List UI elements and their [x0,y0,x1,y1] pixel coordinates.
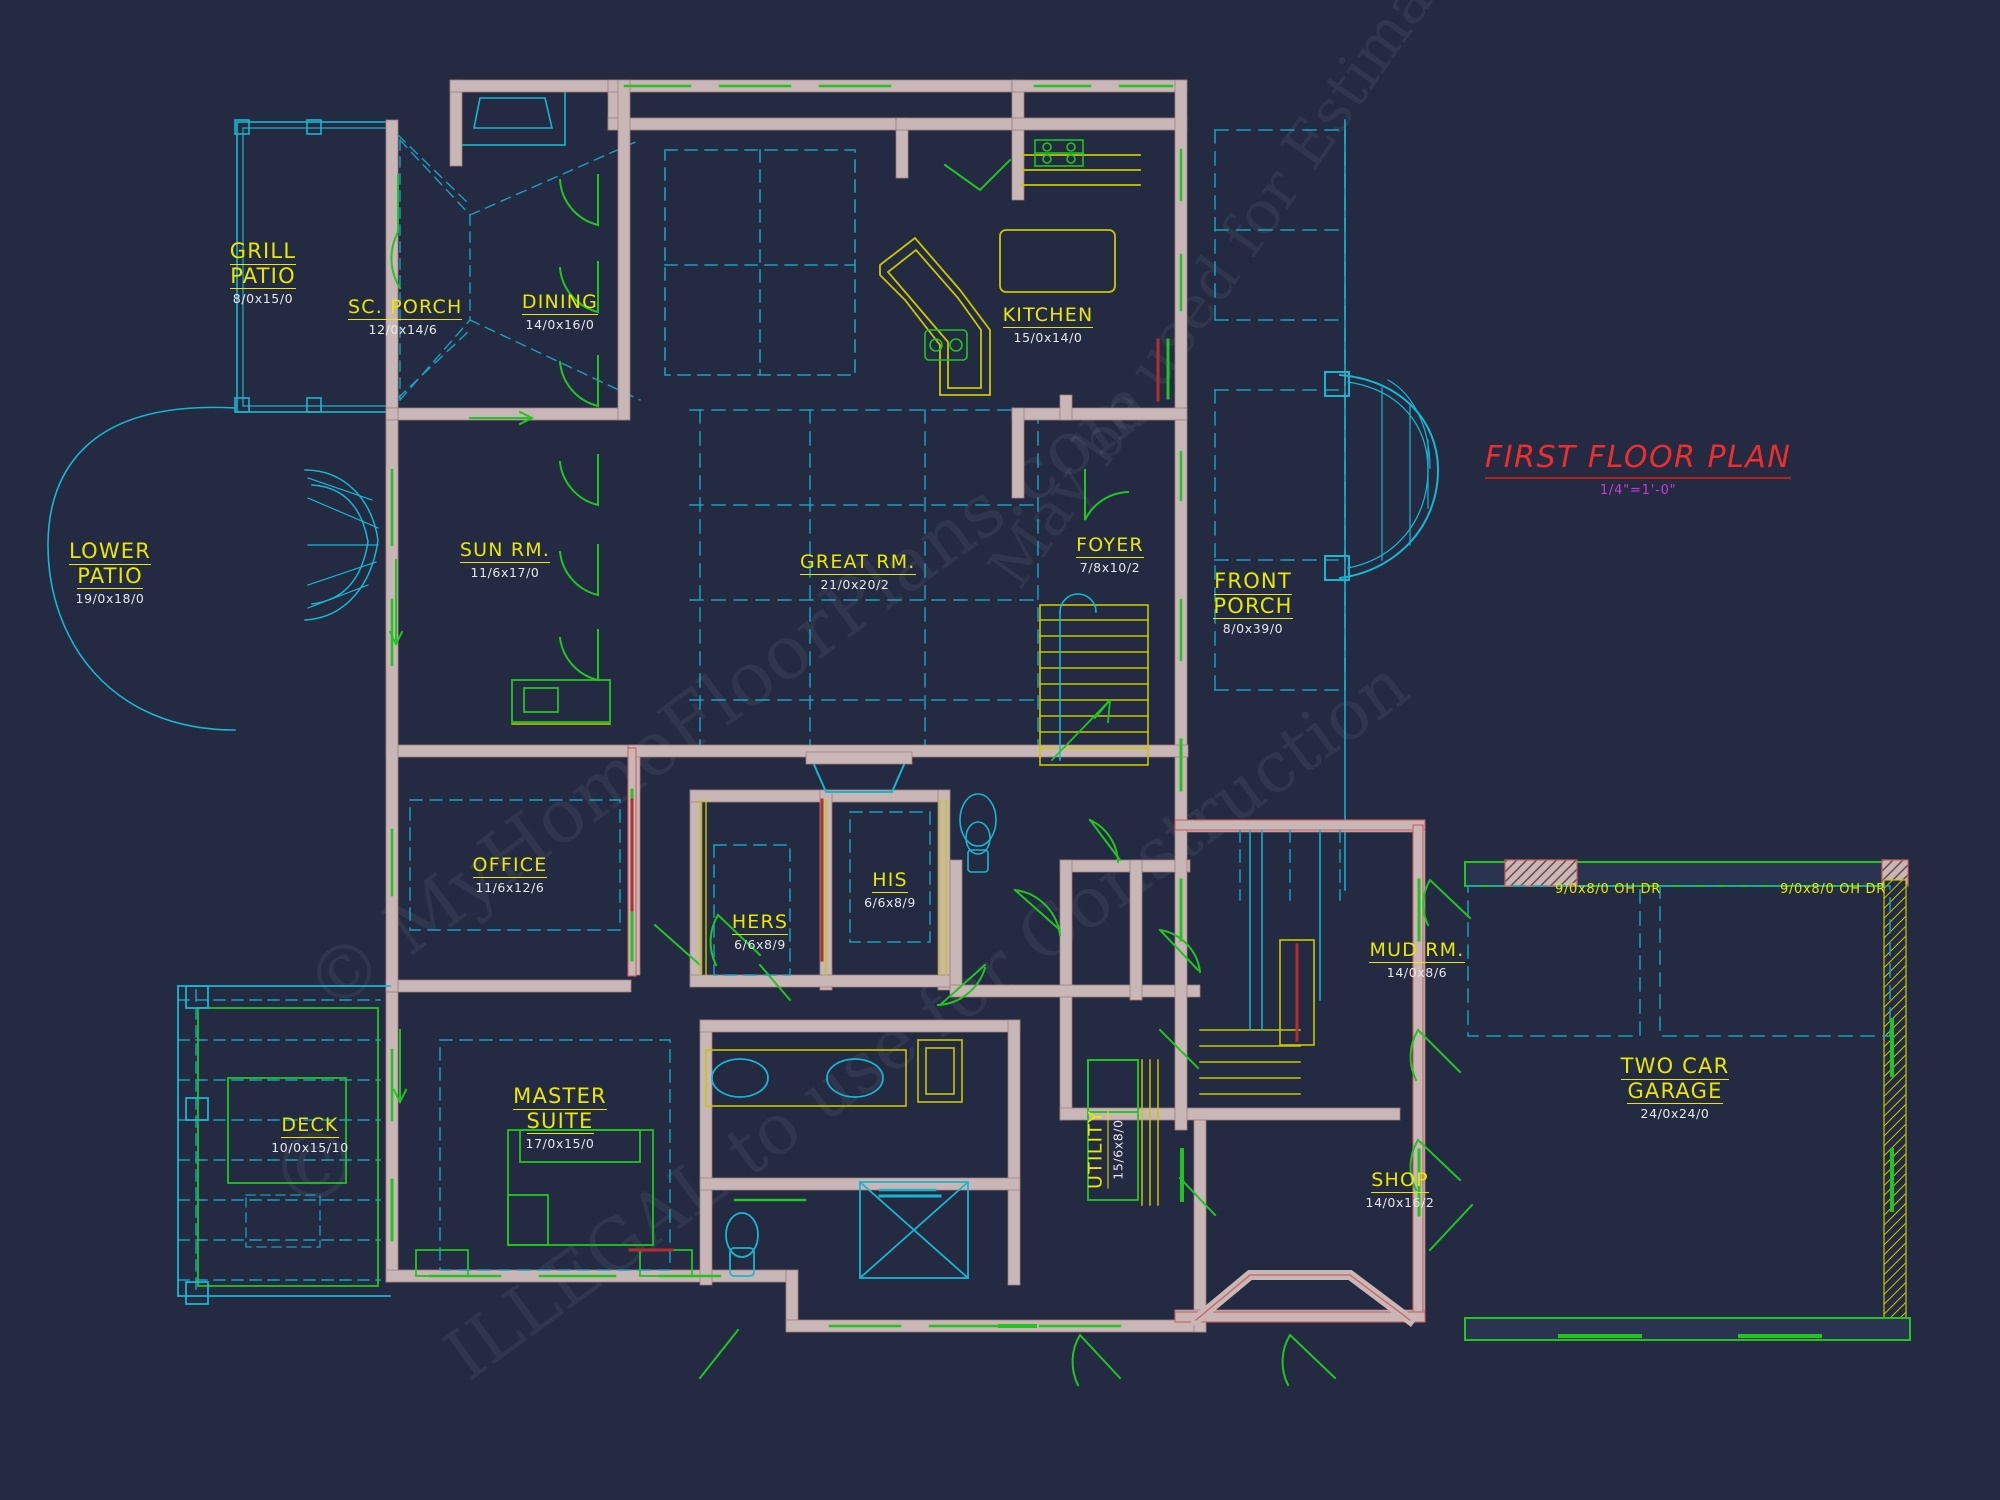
room-name: UTILITY [1084,1110,1109,1189]
room-dimension: 14/0x16/0 [525,316,595,332]
room-name: OFFICE [472,854,548,878]
room-dimension: 12/0x14/6 [368,321,438,337]
room-name: TWO CAR [1620,1054,1730,1080]
room-dimension: 8/0x39/0 [1222,621,1284,637]
room-dimension: 24/0x24/0 [1640,1106,1710,1122]
opening-label-oh-door-left: 9/0x8/0 OH DR [1555,882,1661,897]
room-name: LOWER [68,539,152,565]
room-name: SHOP [1371,1169,1429,1193]
opening-label-oh-door-right: 9/0x8/0 OH DR [1780,882,1886,897]
page-title: FIRST FLOOR PLAN [1485,440,1792,479]
room-name: FOYER [1076,534,1144,558]
room-name: DINING [521,291,599,315]
room-name: MUD RM. [1369,939,1465,963]
room-label-great-rm: GREAT RM.21/0x20/2 [800,552,916,592]
room-dimension: 15/6x8/0 [1110,1119,1126,1180]
room-name-line2: PATIO [77,563,143,590]
room-dimension: 14/0x16/2 [1365,1194,1435,1210]
room-name-line2: PORCH [1213,593,1293,620]
room-dimension: 19/0x18/0 [75,591,145,607]
room-name: SUN RM. [459,539,551,563]
room-dimension: 15/0x14/0 [1013,329,1083,345]
room-name: FRONT [1214,569,1292,595]
room-name: KITCHEN [1002,304,1094,328]
room-label-mud-rm: MUD RM.14/0x8/6 [1362,940,1472,979]
room-dimension: 8/0x15/0 [232,291,294,307]
room-dimension: 21/0x20/2 [820,576,890,592]
room-dimension: 10/0x15/10 [271,1139,349,1155]
title-block: FIRST FLOOR PLAN 1/4"=1'-0" [1485,440,1792,498]
room-dimension: 17/0x15/0 [525,1136,595,1152]
room-dimension: 14/0x8/6 [1386,964,1448,980]
room-name: GRILL [229,239,297,265]
room-label-sun-rm: SUN RM.11/6x17/0 [450,540,560,579]
room-dimension: 6/6x8/9 [734,936,786,952]
room-name: GREAT RM. [800,551,916,575]
room-name: SC. PORCH [348,296,463,320]
room-name: DECK [281,1114,339,1138]
room-name: HERS [731,911,789,935]
room-name-line2: SUITE [526,1108,594,1135]
room-name: MASTER [513,1084,607,1110]
room-dimension: 11/6x17/0 [470,564,540,580]
room-dimension: 7/8x10/2 [1079,559,1141,575]
room-name: HIS [872,869,908,893]
room-name-line2: GARAGE [1627,1078,1723,1105]
room-dimension: 6/6x8/9 [864,894,916,910]
room-name-line2: PATIO [230,263,296,290]
drawing-scale: 1/4"=1'-0" [1599,483,1677,498]
room-dimension: 11/6x12/6 [475,879,545,895]
